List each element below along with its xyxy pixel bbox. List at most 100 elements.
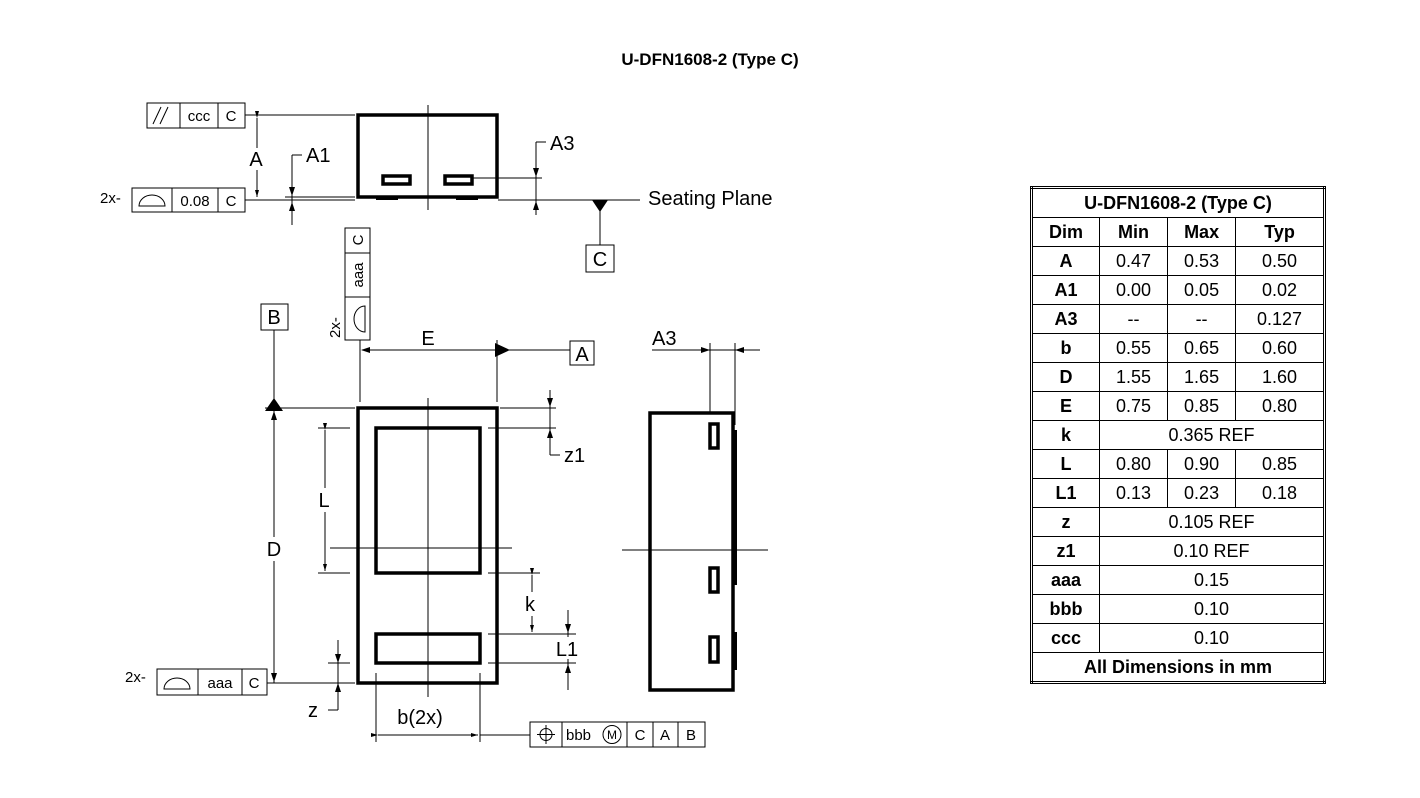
fcf-datum: B	[686, 727, 696, 744]
value-cell: 0.80	[1098, 449, 1169, 479]
header-max: Max	[1167, 217, 1237, 247]
fcf-profile-side: C aaa 2x-	[327, 227, 371, 341]
value-cell: 0.80	[1235, 391, 1325, 421]
value-cell: 0.10	[1099, 594, 1325, 624]
fcf-tol: bbb	[566, 727, 591, 744]
datum-b-label: B	[267, 307, 280, 329]
page-title: U-DFN1608-2 (Type C)	[621, 50, 799, 69]
dim-z1-label: z1	[564, 445, 585, 467]
terminal-pad	[708, 635, 720, 664]
fcf-tol: aaa	[350, 262, 367, 288]
profile-surface-icon	[138, 194, 166, 207]
value-cell: --	[1098, 304, 1169, 334]
fcf-tol: 0.08	[180, 193, 209, 210]
datum-c-label: C	[593, 249, 607, 271]
header-dim: Dim	[1031, 217, 1100, 247]
fcf-parallelism	[146, 102, 246, 129]
header-min: Min	[1098, 217, 1169, 247]
dim-b-label: b(2x)	[397, 707, 443, 729]
datum-b-box	[260, 303, 289, 331]
bottom-view: E A B D 2x- aaa C z1 L	[125, 303, 706, 748]
dim-a3-label: A3	[550, 133, 574, 155]
dim-cell: A	[1031, 246, 1100, 276]
value-cell: 0.13	[1098, 478, 1169, 508]
fcf-datum: C	[350, 234, 367, 245]
profile-surface-icon	[163, 677, 191, 690]
fcf-datum: A	[660, 727, 670, 744]
fcf-datum: C	[635, 727, 646, 744]
fcf-prefix: 2x-	[125, 669, 146, 686]
header-typ: Typ	[1235, 217, 1325, 247]
dim-cell: aaa	[1031, 565, 1100, 595]
value-cell: 0.18	[1235, 478, 1325, 508]
dim-cell: A3	[1031, 304, 1100, 334]
value-cell: 0.05	[1167, 275, 1237, 305]
fcf-tol: aaa	[207, 675, 233, 692]
dimensions-table: U-DFN1608-2 (Type C) Dim Min Max Typ A 0.…	[1030, 186, 1326, 684]
value-cell: 0.23	[1167, 478, 1237, 508]
datum-c-box	[585, 244, 615, 273]
package-body-side	[648, 411, 735, 692]
value-cell: 1.60	[1235, 362, 1325, 392]
value-cell: 0.15	[1099, 565, 1325, 595]
value-cell: 1.55	[1098, 362, 1169, 392]
value-cell: 0.55	[1098, 333, 1169, 363]
value-cell: 0.105 REF	[1099, 507, 1325, 537]
table-header: Dim Min Max Typ	[1031, 217, 1325, 247]
value-cell: 0.10 REF	[1099, 536, 1325, 566]
datum-a-label: A	[575, 344, 589, 366]
dim-l-label: L	[318, 490, 329, 512]
dim-cell: L	[1031, 449, 1100, 479]
dim-a-label: A	[249, 149, 263, 171]
parallel-icon	[152, 106, 162, 125]
fcf-datum: C	[226, 108, 237, 125]
dim-cell: A1	[1031, 275, 1100, 305]
value-cell: 0.90	[1167, 449, 1237, 479]
value-cell: 0.10	[1099, 623, 1325, 653]
dim-cell: L1	[1031, 478, 1100, 508]
fcf-tol: ccc	[188, 108, 211, 125]
dim-z-label: z	[308, 700, 318, 722]
terminal-pad	[443, 174, 474, 186]
top-view: Seating Plane C ccc C A 2x- 0.08 C A1 A3	[100, 102, 773, 273]
table-footer: All Dimensions in mm	[1031, 652, 1325, 683]
table-row: A3----0.127	[1031, 304, 1325, 334]
dim-e-label: E	[421, 328, 434, 350]
value-cell: 0.50	[1235, 246, 1325, 276]
dim-cell: z1	[1031, 536, 1100, 566]
fcf-modifier: M	[607, 728, 617, 742]
dim-a3-side-label: A3	[652, 328, 676, 350]
value-cell: --	[1167, 304, 1237, 334]
value-cell: 1.65	[1167, 362, 1237, 392]
value-cell: 0.75	[1098, 391, 1169, 421]
terminal-pad	[708, 422, 720, 450]
seating-plane-label: Seating Plane	[648, 188, 773, 210]
value-cell: 0.85	[1167, 391, 1237, 421]
datum-triangle-icon	[495, 343, 510, 357]
dim-cell: k	[1031, 420, 1100, 450]
value-cell: 0.365 REF	[1099, 420, 1325, 450]
terminal-pad	[381, 174, 412, 186]
mmc-modifier-icon	[602, 725, 622, 744]
table-title: U-DFN1608-2 (Type C)	[1031, 187, 1325, 218]
dim-k-label: k	[525, 594, 536, 616]
dim-d-label: D	[267, 539, 281, 561]
dim-cell: E	[1031, 391, 1100, 421]
dim-cell: ccc	[1031, 623, 1100, 653]
profile-surface-icon	[353, 305, 366, 333]
value-cell: 0.127	[1235, 304, 1325, 334]
value-cell: 0.53	[1167, 246, 1237, 276]
dim-cell: b	[1031, 333, 1100, 363]
fcf-prefix: 2x-	[327, 317, 344, 338]
value-cell: 0.85	[1235, 449, 1325, 479]
